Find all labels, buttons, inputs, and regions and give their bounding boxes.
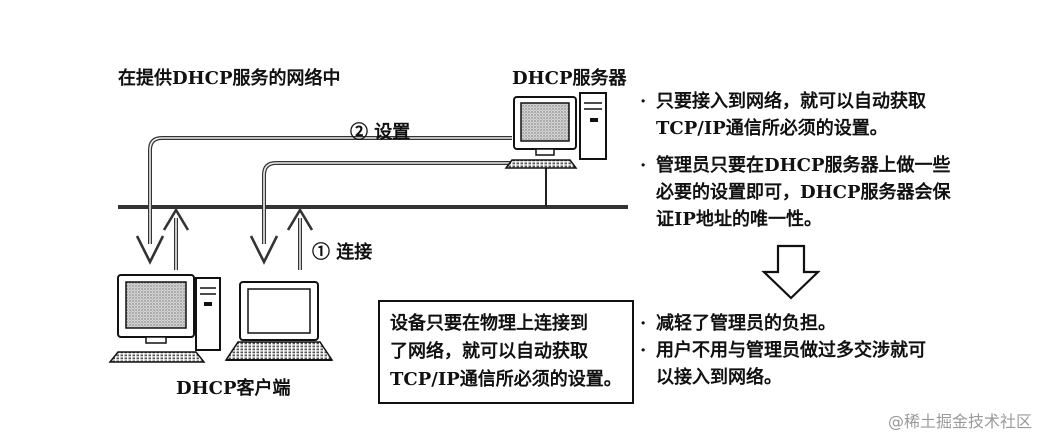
auto-config-note-box: 设备只要在物理上连接到 了网络，就可以自动获取 TCP/IP通信所必须的设置。	[378, 300, 634, 404]
bullet: ·	[640, 155, 647, 176]
benefit-item: · 减轻了管理员的负担。	[640, 310, 926, 337]
server-computer-icon	[504, 92, 607, 169]
benefits-bottom-list: · 减轻了管理员的负担。 · 用户不用与管理员做过多交涉就可 以接入到网络。	[640, 310, 926, 391]
note-line: 设备只要在物理上连接到	[390, 313, 588, 334]
benefit-line: 管理员只要在DHCP服务器上做一些	[656, 155, 951, 176]
result-down-arrow	[761, 244, 821, 300]
benefits-top-list: · 只要接入到网络，就可以自动获取 TCP/IP通信所必须的设置。 · 管理员只…	[640, 88, 950, 233]
server-label: DHCP服务器	[512, 68, 627, 89]
benefit-item: · 管理员只要在DHCP服务器上做一些 必要的设置即可，DHCP服务器会保 证I…	[640, 152, 950, 233]
watermark: @稀土掘金技术社区	[887, 412, 1032, 431]
benefit-line: 以接入到网络。	[656, 367, 782, 388]
benefit-item: · 用户不用与管理员做过多交涉就可 以接入到网络。	[640, 337, 926, 391]
bullet: ·	[640, 340, 647, 361]
step-set-label: ② 设置	[350, 122, 411, 143]
benefit-line: 减轻了管理员的负担。	[656, 313, 836, 334]
client-laptop-icon	[224, 281, 334, 361]
benefit-line: TCP/IP通信所必须的设置。	[656, 118, 888, 139]
benefit-line: 用户不用与管理员做过多交涉就可	[656, 340, 926, 361]
benefit-line: 证IP地址的唯一性。	[656, 209, 822, 230]
bullet: ·	[640, 91, 647, 112]
setting-path-arrow	[135, 136, 512, 265]
step-connect-label: ① 连接	[312, 242, 373, 263]
connect-arrow-right	[286, 207, 314, 270]
network-title: 在提供DHCP服务的网络中	[118, 68, 341, 89]
bullet: ·	[640, 313, 647, 334]
client-label: DHCP客户端	[176, 378, 291, 399]
benefit-line: 必要的设置即可，DHCP服务器会保	[656, 182, 951, 203]
note-line: 了网络，就可以自动获取	[390, 341, 588, 362]
note-line: TCP/IP通信所必须的设置。	[390, 369, 622, 390]
connect-arrow-left	[162, 207, 190, 270]
setting-path-arrow-2	[249, 161, 512, 265]
benefit-item: · 只要接入到网络，就可以自动获取 TCP/IP通信所必须的设置。	[640, 88, 950, 142]
benefit-line: 只要接入到网络，就可以自动获取	[656, 91, 926, 112]
client-desktop-icon	[108, 274, 221, 363]
